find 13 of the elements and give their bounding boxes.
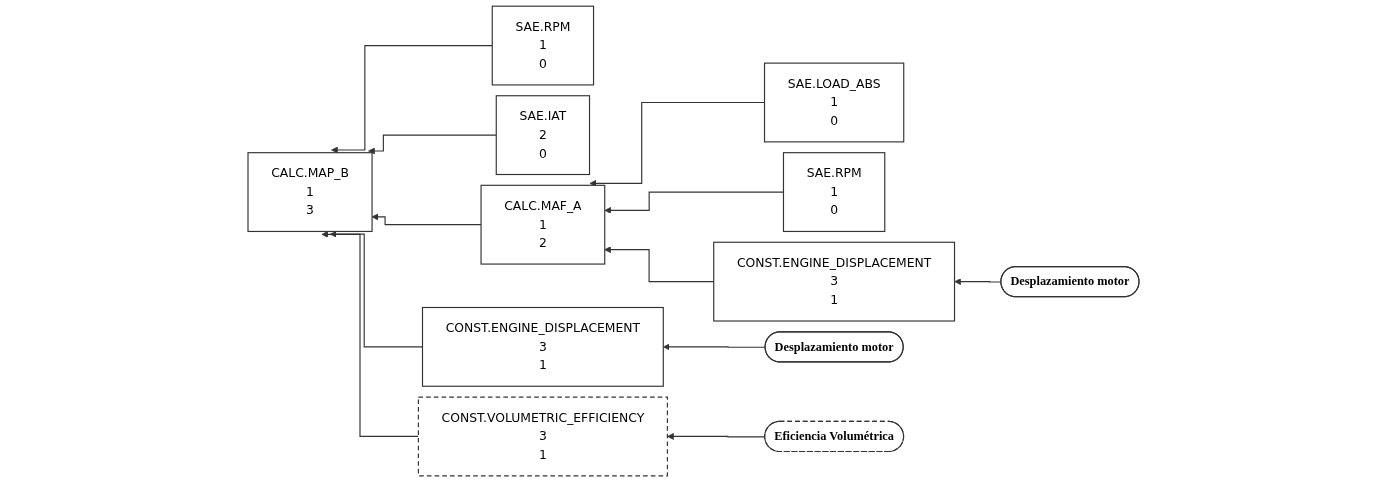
node-box: SAE.RPM 1 0 [782,152,886,232]
node-box: CONST.ENGINE_DISPLACEMENT 3 1 [421,306,664,387]
arrow [331,45,493,154]
node-box: SAE.LOAD_ABS 1 0 [763,62,905,143]
arrow [321,230,419,437]
node-box: CALC.MAF_A 1 2 [480,184,606,265]
node-box: CONST.ENGINE_DISPLACEMENT 3 1 [713,241,956,322]
node-box: CALC.MAP_B 1 3 [247,152,373,232]
node-box: SAE.IAT 2 0 [495,95,591,176]
arrow [368,134,497,155]
node-box: CONST.VOLUMETRIC_EFFICIENCY 3 1 [417,396,668,477]
node-box: SAE.RPM 1 0 [491,5,595,86]
arrow [954,278,1002,286]
